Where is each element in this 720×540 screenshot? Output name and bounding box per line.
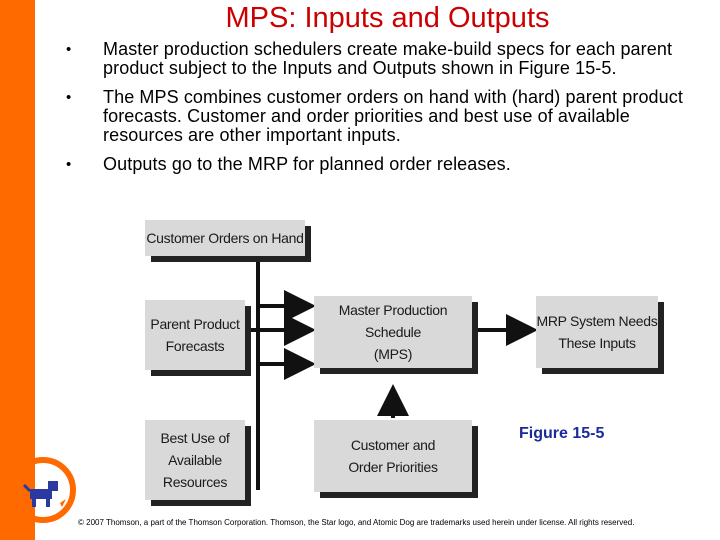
bullet-text: The MPS combines customer orders on hand… — [103, 87, 683, 145]
bullet-item: • The MPS combines customer orders on ha… — [58, 88, 698, 145]
bullet-text: Master production schedulers create make… — [103, 39, 673, 78]
bullet-item: • Outputs go to the MRP for planned orde… — [58, 155, 698, 174]
slide-title: MPS: Inputs and Outputs — [225, 2, 550, 34]
available-resources-box: Best Use of Available Resources — [145, 420, 245, 500]
accent-bar — [0, 0, 35, 540]
bullet-dot-icon: • — [66, 156, 72, 173]
bullet-text: Outputs go to the MRP for planned order … — [103, 154, 511, 174]
mrp-box: MRP System Needs These Inputs — [536, 296, 658, 368]
bullet-dot-icon: • — [66, 89, 72, 106]
bullet-item: • Master production schedulers create ma… — [58, 40, 698, 78]
atomic-dog-logo-icon — [10, 457, 76, 523]
parent-forecasts-box: Parent Product Forecasts — [145, 300, 245, 370]
customer-priorities-box: Customer and Order Priorities — [314, 420, 472, 492]
mps-box: Master Production Schedule (MPS) — [314, 296, 472, 368]
figure-label: Figure 15-5 — [519, 425, 605, 442]
bullet-list: • Master production schedulers create ma… — [58, 40, 698, 184]
copyright-notice: © 2007 Thomson, a part of the Thomson Co… — [78, 518, 635, 527]
bullet-dot-icon: • — [66, 41, 72, 58]
customer-orders-box: Customer Orders on Hand — [145, 220, 305, 256]
